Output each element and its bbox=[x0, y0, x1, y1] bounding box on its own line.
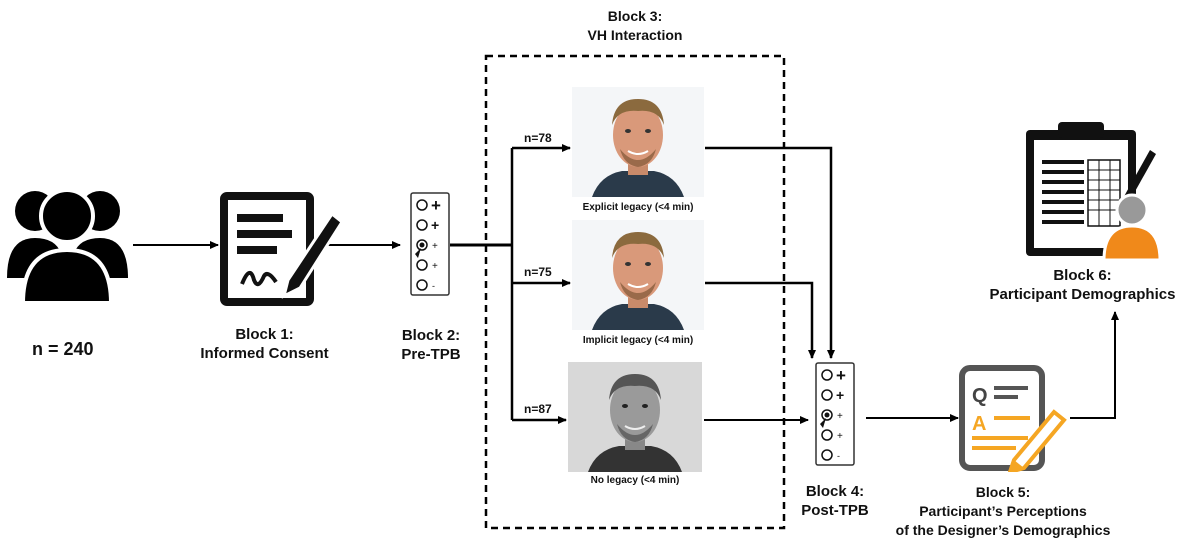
block5-line2: Participant’s Perceptions bbox=[919, 503, 1087, 519]
line-explicit-to-post bbox=[705, 146, 835, 359]
block2-subtitle: Pre-TPB bbox=[401, 346, 461, 363]
svg-text:+: + bbox=[836, 387, 844, 403]
svg-text:+: + bbox=[837, 431, 843, 442]
virtual-human-nolegacy-image bbox=[568, 362, 702, 472]
condition-explicit-n: n=78 bbox=[524, 131, 552, 145]
block3-frame bbox=[484, 54, 786, 530]
block1-title: Block 1: bbox=[235, 326, 294, 343]
svg-text:-: - bbox=[837, 451, 840, 461]
svg-text:-: - bbox=[432, 281, 435, 291]
likert-scale-icon: + + + + - bbox=[410, 192, 450, 296]
svg-text:+: + bbox=[432, 241, 438, 252]
qa-icon-a: A bbox=[972, 413, 986, 435]
block4-title: Block 4: bbox=[805, 483, 865, 500]
block5-line3: of the Designer’s Demographics bbox=[895, 522, 1111, 538]
svg-text:+: + bbox=[431, 217, 439, 233]
block1-subtitle: Informed Consent bbox=[200, 345, 329, 362]
condition-implicit-n: n=75 bbox=[524, 265, 552, 279]
block3-subtitle: VH Interaction bbox=[587, 27, 683, 43]
svg-text:+: + bbox=[836, 366, 846, 385]
likert-scale-post-icon: + + + + - bbox=[815, 362, 855, 466]
block3-title: Block 3: bbox=[607, 8, 663, 24]
signed-document-icon bbox=[220, 192, 344, 306]
block6-title: Block 6: bbox=[1053, 267, 1112, 284]
svg-text:+: + bbox=[837, 411, 843, 422]
block2-title: Block 2: bbox=[401, 327, 461, 344]
block6-subtitle: Participant Demographics bbox=[989, 286, 1176, 303]
participant-count: n = 240 bbox=[32, 339, 94, 359]
arrow-block5-to-block6 bbox=[1070, 311, 1119, 419]
line-implicit-to-post bbox=[705, 281, 816, 359]
svg-text:+: + bbox=[432, 261, 438, 272]
block4-subtitle: Post-TPB bbox=[801, 502, 869, 519]
block5-title: Block 5: bbox=[975, 484, 1031, 500]
participants-group-icon bbox=[7, 188, 128, 303]
condition-none-n: n=87 bbox=[524, 402, 552, 416]
qa-document-icon: Q A bbox=[959, 365, 1067, 472]
condition-explicit-caption: Explicit legacy (<4 min) bbox=[582, 202, 694, 213]
condition-none-caption: No legacy (<4 min) bbox=[590, 475, 680, 486]
virtual-human-implicit-image bbox=[572, 220, 704, 330]
svg-text:+: + bbox=[431, 196, 441, 215]
condition-implicit-caption: Implicit legacy (<4 min) bbox=[582, 335, 694, 346]
clipboard-demographics-icon bbox=[1026, 122, 1162, 262]
virtual-human-explicit-image bbox=[572, 87, 704, 197]
qa-icon-q: Q bbox=[972, 385, 988, 407]
